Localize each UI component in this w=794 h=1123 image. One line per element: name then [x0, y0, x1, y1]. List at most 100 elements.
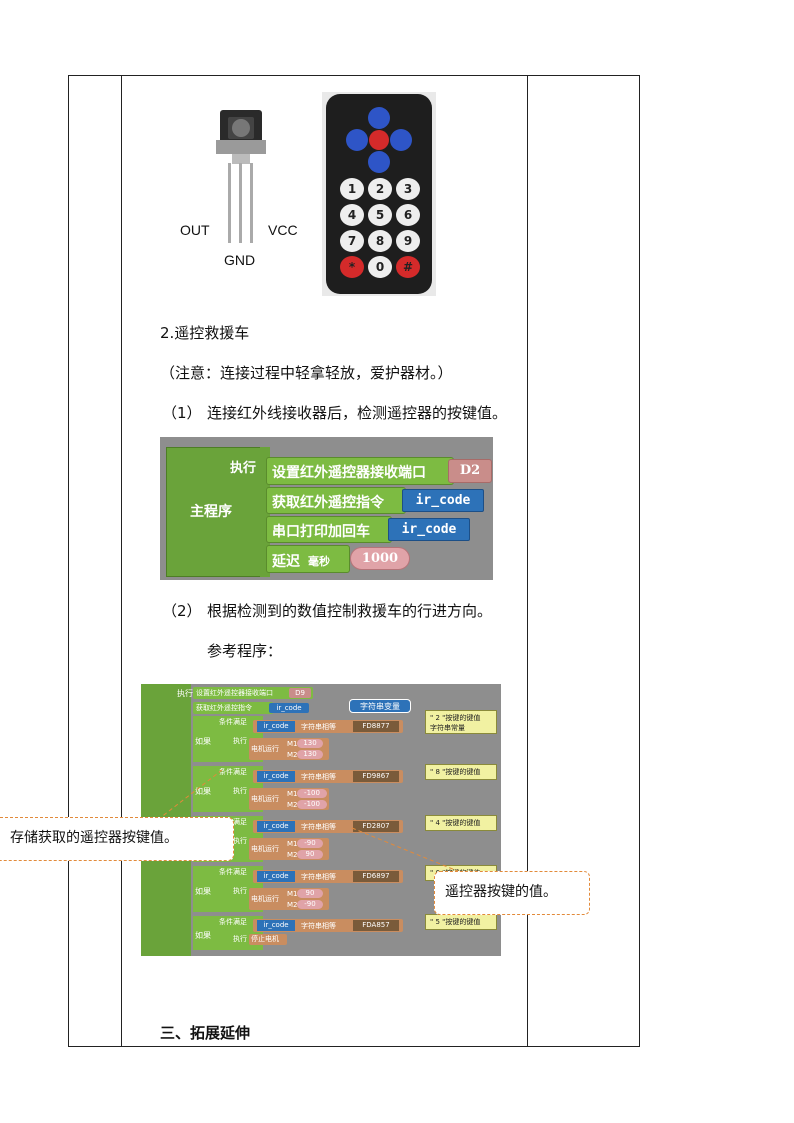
- program2-block-m1: M1: [287, 890, 298, 898]
- sensor-label-out: OUT: [180, 222, 210, 238]
- program2-if-label: 如果: [195, 737, 211, 746]
- program1-exec-label: 执行: [230, 461, 257, 476]
- ir-receiver-image: [170, 105, 310, 275]
- program1-row4-value: 1000: [350, 547, 410, 570]
- step2-text: 根据检测到的数值控制救援车的行进方向。: [207, 602, 493, 620]
- step2-number: （2）: [162, 602, 202, 620]
- program2-block-v1: 90: [297, 889, 323, 898]
- program2-block-eq: 字符串相等: [301, 773, 336, 781]
- program2-set-port-value: D9: [289, 688, 311, 698]
- program2-block-m2: M2: [287, 901, 298, 909]
- program2-block-code: FD6897: [353, 871, 399, 882]
- program2-block-v2: 130: [297, 750, 323, 759]
- program2-block-v2: -100: [297, 800, 327, 809]
- program2-set-port: 设置红外遥控器接收端口: [193, 687, 313, 699]
- program2-block-var: ir_code: [257, 920, 295, 931]
- program2-block-m1: M1: [287, 840, 298, 848]
- program2-block-eq: 字符串相等: [301, 873, 336, 881]
- program2-if-label: 如果: [195, 887, 211, 896]
- program2-stop-motor: 停止电机: [249, 934, 287, 945]
- program2-cond-label: 条件满足: [219, 768, 247, 776]
- program2-cond-label: 条件满足: [219, 918, 247, 926]
- program2-block-exec: 执行: [233, 935, 247, 943]
- program2-if-label: 如果: [195, 931, 211, 940]
- section-extension-heading: 三、拓展延伸: [160, 1024, 251, 1042]
- remote-key: 8: [368, 230, 392, 252]
- program1-row3: 串口打印加回车: [272, 524, 370, 540]
- program2-block-code: FD8877: [353, 721, 399, 732]
- program1-main-label: 主程序: [190, 504, 232, 520]
- program1-row3-value: ir_code: [388, 518, 470, 541]
- program2-block-v1: -100: [297, 789, 327, 798]
- table-divider-right: [527, 76, 528, 1046]
- program1-row2: 获取红外遥控指令: [272, 495, 384, 511]
- remote-key: 5: [368, 204, 392, 226]
- sensor-label-gnd: GND: [224, 252, 256, 268]
- program2-block-var: ir_code: [257, 871, 295, 882]
- program2-block-m2: M2: [287, 801, 298, 809]
- program2-cond-label: 条件满足: [219, 718, 247, 726]
- program2-block-m1: M1: [287, 790, 298, 798]
- program1-row1-value: D2: [448, 459, 492, 483]
- program1-row4: 延迟: [272, 554, 300, 570]
- remote-key: 9: [396, 230, 420, 252]
- program2-comment-2: " 8 "按键的键值: [425, 764, 497, 780]
- program2-exec-label: 执行: [177, 689, 193, 698]
- program2-block-eq: 字符串相等: [301, 823, 336, 831]
- program2-block-eq: 字符串相等: [301, 723, 336, 731]
- remote-key: 6: [396, 204, 420, 226]
- program2-get-code: 获取红外遥控指令: [193, 702, 273, 714]
- program2-block-motor: 电机运行: [251, 895, 279, 903]
- remote-key: 3: [396, 178, 420, 200]
- program2-block-exec: 执行: [233, 887, 247, 895]
- program2-block-v2: -90: [297, 900, 323, 909]
- note-text: （注意：连接过程中轻拿轻放，爱护器材。）: [160, 364, 453, 382]
- program2-block-var: ir_code: [257, 721, 295, 732]
- program2-string-var-comment: 字符串变量: [349, 699, 411, 713]
- callout-key-value: 遥控器按键的值。: [434, 871, 590, 915]
- table-divider-left: [121, 76, 122, 1046]
- program2-comment-3: " 4 "按键的键值: [425, 815, 497, 831]
- program2-block-eq: 字符串相等: [301, 922, 336, 930]
- program2-comment-text: 字符串常量: [430, 724, 465, 732]
- program2-block-motor: 电机运行: [251, 745, 279, 753]
- remote-key: 4: [340, 204, 364, 226]
- remote-key: 1: [340, 178, 364, 200]
- program2-block-var: ir_code: [257, 821, 295, 832]
- remote-key: 7: [340, 230, 364, 252]
- program2-block-exec: 执行: [233, 737, 247, 745]
- step1-number: （1）: [162, 404, 202, 422]
- program1-blocks: 主程序 执行 设置红外遥控器接收端口 D2 获取红外遥控指令 ir_code 串…: [160, 437, 493, 580]
- program2-cond-label: 条件满足: [219, 868, 247, 876]
- remote-key: 2: [368, 178, 392, 200]
- program2-block-m2: M2: [287, 851, 298, 859]
- program2-block-code: FD9867: [353, 771, 399, 782]
- remote-keypad: 1 2 3 4 5 6 7 8 9 * 0 #: [338, 176, 422, 280]
- program1-row2-value: ir_code: [402, 489, 484, 512]
- remote-key: *: [340, 256, 364, 278]
- program2-block-exec: 执行: [233, 837, 247, 845]
- program2-block-m1: M1: [287, 740, 298, 748]
- program2-block-v1: 130: [297, 739, 323, 748]
- content-table: [68, 75, 640, 1047]
- program2-block-v1: -90: [297, 839, 323, 848]
- program2-var: ir_code: [269, 703, 309, 713]
- program2-block-motor: 电机运行: [251, 845, 279, 853]
- program2-block-code: FD2807: [353, 821, 399, 832]
- heading-remote-car: 2.遥控救援车: [160, 324, 250, 342]
- remote-key: 0: [368, 256, 392, 278]
- callout-store-key-value: 存储获取的遥控器按键值。: [0, 817, 234, 861]
- program2-block-code: FDA857: [353, 920, 399, 931]
- program2-block-v2: 90: [297, 850, 323, 859]
- remote-key: #: [396, 256, 420, 278]
- sensor-label-vcc: VCC: [268, 222, 298, 238]
- step1-text: 连接红外线接收器后，检测遥控器的按键值。: [207, 404, 508, 422]
- program2-block-motor: 电机运行: [251, 795, 279, 803]
- program2-if-label: 如果: [195, 787, 211, 796]
- reference-program-label: 参考程序：: [207, 642, 283, 660]
- program2-block-exec: 执行: [233, 787, 247, 795]
- program2-block-var: ir_code: [257, 771, 295, 782]
- program2-block-m2: M2: [287, 751, 298, 759]
- program1-row1: 设置红外遥控器接收端口: [272, 465, 426, 481]
